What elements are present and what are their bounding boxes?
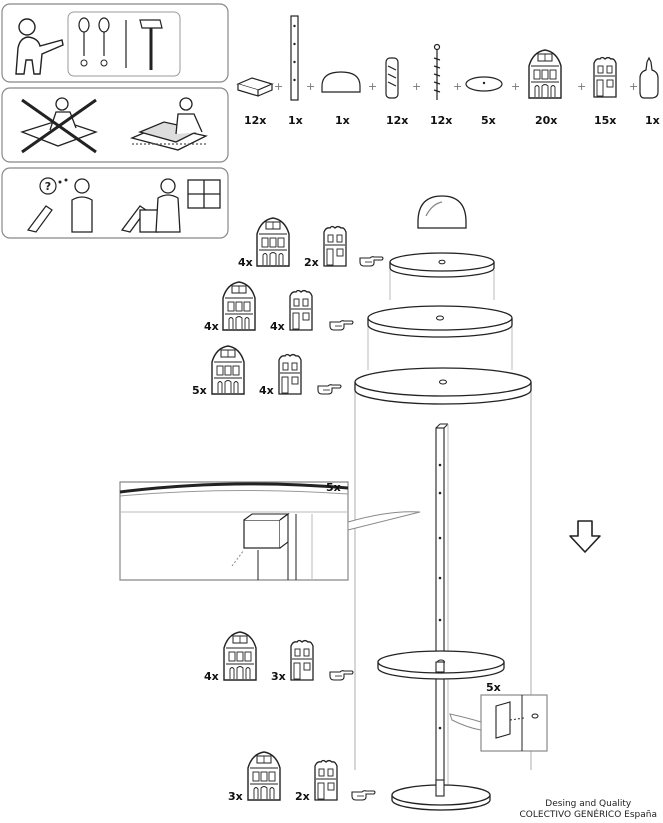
callout-tier-2: 4x 4x <box>204 281 354 333</box>
part-base-block <box>236 77 274 97</box>
down-arrow-icon <box>569 520 601 553</box>
callout-3-small-count: 4x <box>259 384 274 397</box>
plus-sign-3: + <box>368 80 377 93</box>
plus-sign-8: + <box>629 80 638 93</box>
small-house-icon <box>323 225 347 267</box>
credit-line-2: COLECTIVO GENÉRICO España <box>519 810 658 820</box>
plus-sign-4: + <box>412 80 421 93</box>
disc-tier-3 <box>354 367 532 405</box>
part-pole <box>290 15 299 101</box>
big-house-icon <box>222 281 256 331</box>
callout-5-big-count: 3x <box>228 790 243 803</box>
part-count-6: 5x <box>481 114 496 127</box>
question-icon: ? <box>26 177 93 233</box>
big-house-icon <box>223 631 257 681</box>
callout-1-big-count: 4x <box>238 256 253 269</box>
part-count-2: 1x <box>288 114 303 127</box>
part-glue-bottle <box>639 56 659 99</box>
parts-plus-signs: + + + + + + + + <box>274 80 638 93</box>
tower-assembly <box>354 195 532 811</box>
detail-left-count: 5x <box>326 481 341 494</box>
no-hard-floor-icon <box>20 97 98 154</box>
part-small-house-icon <box>593 56 617 98</box>
ask-help-icon <box>120 178 221 233</box>
plus-sign-7: + <box>577 80 586 93</box>
credit-line-1: Desing and Quality <box>545 799 632 809</box>
disc-tier-5 <box>391 779 491 811</box>
small-house-icon <box>314 759 338 801</box>
part-big-house-icon <box>528 49 562 99</box>
callout-2-small-count: 4x <box>270 320 285 333</box>
detail-box-right: 5x <box>449 681 548 752</box>
part-count-9: 1x <box>645 114 660 127</box>
callout-4-small-count: 3x <box>271 670 286 683</box>
big-house-icon <box>256 217 290 267</box>
pointing-hand-icon <box>351 790 376 801</box>
plus-sign-1: + <box>274 80 283 93</box>
callout-1-small-count: 2x <box>304 256 319 269</box>
disc-tier-4 <box>377 650 505 680</box>
plus-sign-5: + <box>453 80 462 93</box>
callout-tier-1: 4x 2x <box>238 217 384 269</box>
parts-counts: 12x 1x 1x 12x 12x 5x 20x 15x 1x <box>244 114 660 127</box>
person-pointing-icon <box>15 18 64 75</box>
pointing-hand-icon <box>317 384 342 395</box>
disc-tier-1 <box>389 252 495 278</box>
soft-surface-icon <box>129 97 208 151</box>
parts-list: + + + + + + + + 12x 1x 1x 12x 12x 5x 20x… <box>236 15 660 127</box>
part-disc <box>465 76 503 92</box>
pointing-hand-icon <box>359 256 384 267</box>
plus-sign-2: + <box>306 80 315 93</box>
disc-tier-2 <box>367 305 513 338</box>
big-house-icon <box>211 345 245 395</box>
part-count-3: 1x <box>335 114 350 127</box>
top-dome-icon <box>417 195 467 229</box>
help-question-mark: ? <box>45 180 51 193</box>
panel-surface <box>1 87 229 163</box>
panel-tools <box>1 3 229 83</box>
callout-tier-4: 4x 3x <box>204 631 354 683</box>
part-count-1: 12x <box>244 114 266 127</box>
panel-help: ? <box>1 167 229 239</box>
part-count-4: 12x <box>386 114 408 127</box>
small-house-icon <box>289 289 313 331</box>
callout-2-big-count: 4x <box>204 320 219 333</box>
part-dowel <box>385 57 399 99</box>
callout-4-big-count: 4x <box>204 670 219 683</box>
part-count-7: 20x <box>535 114 557 127</box>
pointing-hand-icon <box>329 320 354 331</box>
detail-right-count: 5x <box>486 681 501 694</box>
detail-box-left: 5x <box>119 481 421 581</box>
credit: Desing and Quality COLECTIVO GENÉRICO Es… <box>520 799 658 821</box>
tools-icon <box>67 11 181 77</box>
pointing-hand-icon <box>329 670 354 681</box>
plus-sign-6: + <box>511 80 520 93</box>
part-dome <box>321 71 361 93</box>
callout-tier-3: 5x 4x <box>192 345 342 397</box>
part-screw <box>433 43 441 100</box>
small-house-icon <box>278 353 302 395</box>
callout-5-small-count: 2x <box>295 790 310 803</box>
part-count-8: 15x <box>594 114 616 127</box>
callout-3-big-count: 5x <box>192 384 207 397</box>
small-house-icon <box>290 639 314 681</box>
part-count-5: 12x <box>430 114 452 127</box>
big-house-icon <box>247 751 281 801</box>
callout-tier-5: 3x 2x <box>228 751 376 803</box>
central-pole <box>435 423 449 811</box>
